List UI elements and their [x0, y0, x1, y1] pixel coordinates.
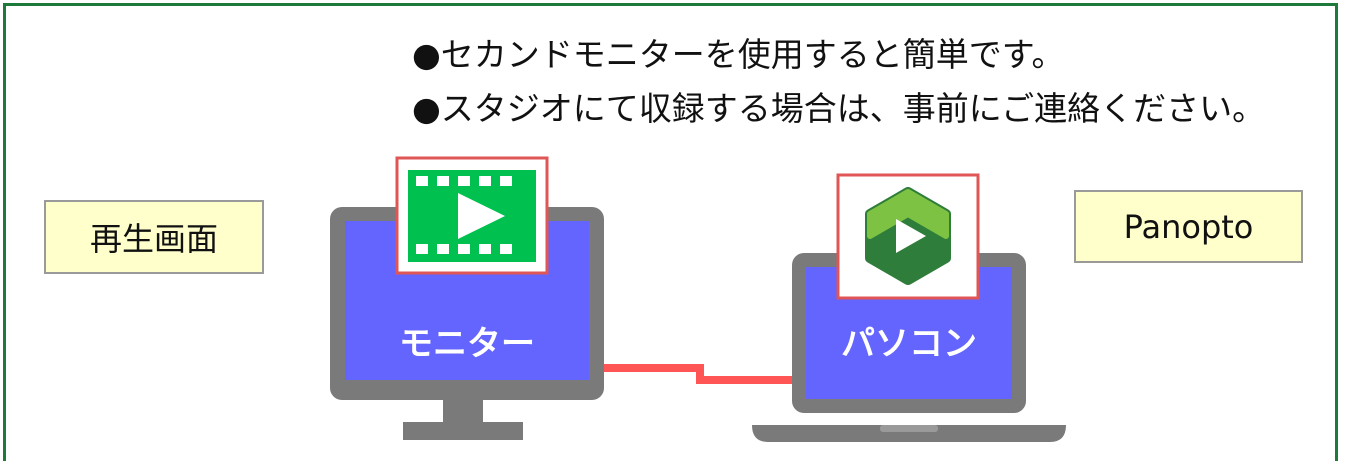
connection-cable	[594, 364, 792, 384]
notes: ●セカンドモニターを使用すると簡単です。 ●スタジオにて収録する場合は、事前にご…	[412, 28, 1265, 136]
panopto-label-text: Panopto	[1123, 207, 1254, 246]
video-play-icon	[395, 156, 549, 275]
pc-label: パソコン	[841, 324, 977, 364]
panopto-label: Panopto	[1074, 190, 1303, 263]
laptop-base	[752, 425, 1066, 442]
note-second-monitor: ●セカンドモニターを使用すると簡単です。	[412, 35, 1065, 74]
panopto-logo-icon	[836, 173, 980, 300]
note-studio-recording: ●スタジオにて収録する場合は、事前にご連絡ください。	[412, 89, 1266, 128]
diagram-frame	[3, 3, 1338, 461]
laptop-trackpad-notch	[880, 425, 938, 432]
monitor-neck	[443, 400, 483, 422]
monitor-base	[403, 422, 523, 440]
playback-screen-label-text: 再生画面	[89, 220, 218, 258]
playback-screen-label: 再生画面	[44, 200, 264, 274]
monitor-label: モニター	[399, 324, 535, 364]
